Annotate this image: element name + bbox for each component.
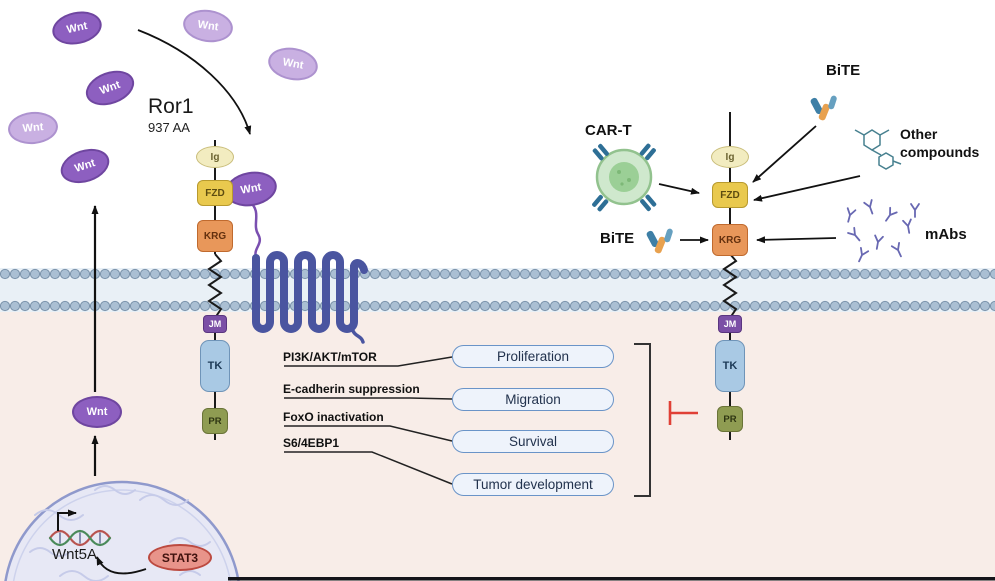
domain-ig-right: Ig xyxy=(711,146,749,168)
wnt-label: Wnt xyxy=(239,181,263,197)
seven-transmembrane-receptor xyxy=(252,251,368,333)
wnt-tail-squiggle xyxy=(248,200,262,259)
transcription-arrow xyxy=(57,509,77,531)
plasma-membrane xyxy=(0,268,995,312)
chromatin-squiggles xyxy=(29,485,211,581)
mabs-arrow xyxy=(756,236,837,244)
wnt5a-gene-dna xyxy=(48,529,112,547)
mabs-antibody-icons xyxy=(843,199,920,264)
receptor-c-terminal-tail xyxy=(350,326,365,344)
domain-tk-right: TK xyxy=(715,340,745,392)
outcome-proliferation: Proliferation xyxy=(452,345,614,368)
wnt-label: Wnt xyxy=(73,157,97,175)
domain-tk-left: TK xyxy=(200,340,230,392)
stat3-to-gene-arrow xyxy=(96,556,147,575)
figure-bottom-edge xyxy=(228,577,995,581)
domain-pr-left: PR xyxy=(202,408,228,434)
outcome-survival: Survival xyxy=(452,430,614,453)
wnt-label: Wnt xyxy=(22,121,44,135)
domain-fzd-right: FZD xyxy=(712,182,748,208)
wnt-label: Wnt xyxy=(65,19,89,37)
domain-jm-right: JM xyxy=(718,315,742,333)
nucleus xyxy=(4,480,240,581)
label-other-compounds: Other compounds xyxy=(900,126,980,161)
bite-top-icon xyxy=(809,94,838,122)
domain-pr-right: PR xyxy=(717,406,743,432)
receptor-name: Ror1 xyxy=(148,95,194,118)
domain-fzd-left: FZD xyxy=(197,180,233,206)
small-molecule-icon xyxy=(854,129,902,170)
bite-side-icon xyxy=(645,227,674,255)
wnt-ligand-intracellular: Wnt xyxy=(72,396,122,428)
pathway-pi3k-akt-mtor: PI3K/AKT/mTOR xyxy=(283,350,377,364)
pathway-e-cadherin: E-cadherin suppression xyxy=(283,382,420,396)
outcomes-bracket xyxy=(634,343,651,497)
inhibition-t-bar xyxy=(668,401,698,425)
wnt-label: Wnt xyxy=(196,18,220,34)
gene-label-wnt5a: Wnt5A xyxy=(52,546,98,563)
label-car-t: CAR-T xyxy=(585,122,632,139)
stat3-transcription-factor: STAT3 xyxy=(148,544,212,571)
domain-krg-right: KRG xyxy=(712,224,748,256)
pathway-foxo: FoxO inactivation xyxy=(283,410,384,424)
wnt-binding-arrow xyxy=(137,29,252,135)
receptor-length: 937 AA xyxy=(148,120,190,135)
wnt-label: Wnt xyxy=(281,56,305,72)
outcome-migration: Migration xyxy=(452,388,614,411)
domain-ig-left: Ig xyxy=(196,146,234,168)
arrows xyxy=(91,29,861,476)
wnt-label: Wnt xyxy=(86,406,108,418)
bite-top-arrow xyxy=(752,125,817,183)
label-bite-side: BiTE xyxy=(600,230,635,247)
domain-jm-left: JM xyxy=(203,315,227,333)
wnt-label: Wnt xyxy=(98,78,122,98)
pathway-connector-lines xyxy=(284,356,453,485)
car-t-arrow xyxy=(658,183,700,195)
other-compounds-arrow xyxy=(753,175,861,202)
car-t-cell-icon xyxy=(591,142,658,213)
label-bite-top: BiTE xyxy=(826,62,861,79)
domain-krg-left: KRG xyxy=(197,220,233,252)
outcome-tumor-development: Tumor development xyxy=(452,473,614,496)
label-mabs: mAbs xyxy=(925,226,967,243)
pathway-s6-4ebp1: S6/4EBP1 xyxy=(283,436,340,450)
